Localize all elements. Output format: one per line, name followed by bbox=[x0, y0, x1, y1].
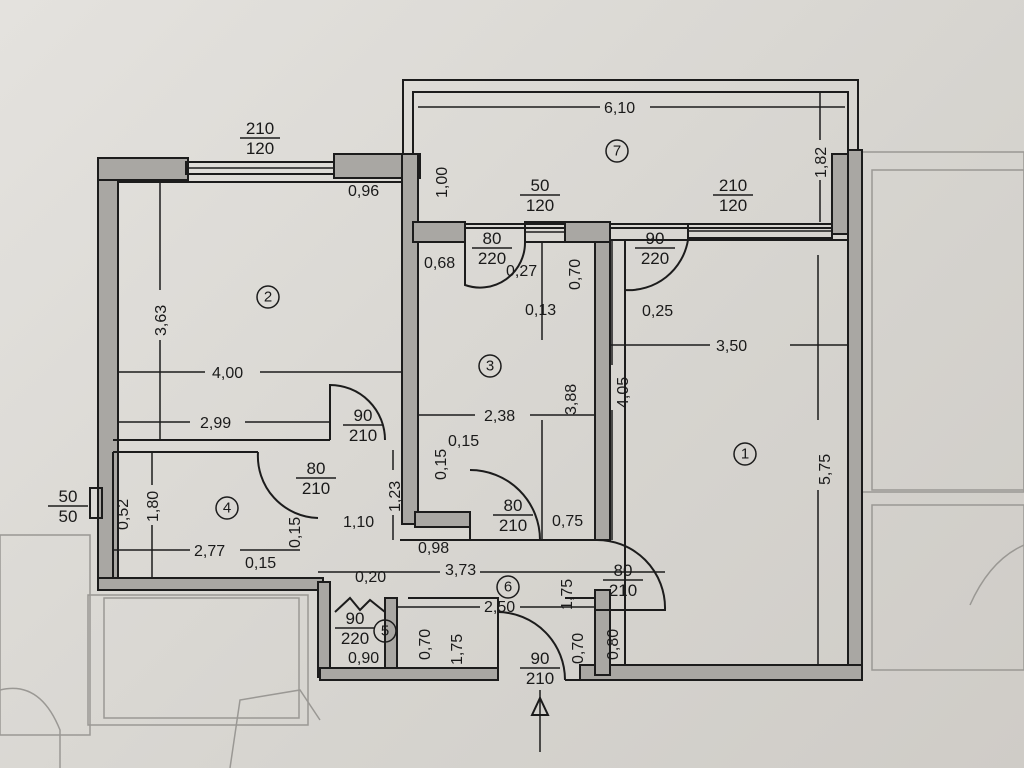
dimension-label: 2,99 bbox=[200, 415, 231, 432]
opening-width: 90 bbox=[354, 406, 373, 425]
opening-width: 50 bbox=[531, 176, 550, 195]
dimension-label: 1,82 bbox=[813, 147, 830, 178]
dimension-labels: 6,10 1,82 0,96 1,00 0,68 0,27 0,70 0,13 … bbox=[115, 100, 834, 667]
dimension-label: 0,15 bbox=[245, 555, 276, 572]
dimension-label: 0,70 bbox=[417, 629, 434, 660]
opening-width: 80 bbox=[614, 561, 633, 580]
room-labels: 1 2 3 4 5 6 7 bbox=[215, 139, 757, 643]
room-lines bbox=[112, 181, 862, 681]
room-label-7: 7 bbox=[605, 139, 629, 163]
dimension-label: 0,15 bbox=[287, 517, 304, 548]
opening-height: 210 bbox=[349, 426, 377, 445]
room-number: 7 bbox=[613, 143, 621, 160]
dimension-label: 2,38 bbox=[484, 408, 515, 425]
opening-width: 50 bbox=[59, 487, 78, 506]
opening-width: 80 bbox=[483, 229, 502, 248]
dimension-label: 0,80 bbox=[605, 629, 622, 660]
dimension-label: 1,23 bbox=[387, 481, 404, 512]
room-number: 6 bbox=[504, 579, 512, 596]
opening-width: 80 bbox=[307, 459, 326, 478]
door-swings bbox=[256, 239, 689, 681]
dimension-label: 3,63 bbox=[153, 305, 170, 336]
opening-height: 210 bbox=[526, 669, 554, 688]
dimension-label: 3,88 bbox=[563, 384, 580, 415]
dimension-label: 0,15 bbox=[433, 449, 450, 480]
room-number: 4 bbox=[223, 500, 231, 517]
room-label-1: 1 bbox=[733, 442, 757, 466]
opening-height: 120 bbox=[526, 196, 554, 215]
opening-width: 80 bbox=[504, 496, 523, 515]
opening-height: 210 bbox=[302, 479, 330, 498]
opening-height: 210 bbox=[499, 516, 527, 535]
windows bbox=[89, 161, 833, 519]
dimension-label: 0,27 bbox=[506, 263, 537, 280]
opening-labels: 2101205012021012080220902209021080210802… bbox=[48, 119, 753, 688]
dimension-label: 0,15 bbox=[448, 433, 479, 450]
dimension-lines bbox=[113, 92, 848, 752]
dimension-label: 0,96 bbox=[348, 183, 379, 200]
dimension-label: 0,52 bbox=[115, 499, 132, 530]
room-number: 5 bbox=[381, 623, 389, 640]
room-number: 2 bbox=[264, 289, 272, 306]
dimension-label: 3,73 bbox=[445, 562, 476, 579]
room-label-5: 5 bbox=[373, 619, 397, 643]
dimension-label: 2,77 bbox=[194, 543, 225, 560]
dimension-label: 1,80 bbox=[145, 491, 162, 522]
dimension-label: 2,50 bbox=[484, 599, 515, 616]
room-label-4: 4 bbox=[215, 496, 239, 520]
dimension-label: 1,00 bbox=[434, 167, 451, 198]
dimension-label: 1,10 bbox=[343, 514, 374, 531]
dimension-label: 1,75 bbox=[449, 634, 466, 665]
dimension-label: 0,20 bbox=[355, 569, 386, 586]
opening-height: 220 bbox=[641, 249, 669, 268]
dimension-label: 4,00 bbox=[212, 365, 243, 382]
dimension-label: 0,90 bbox=[348, 650, 379, 667]
opening-width: 90 bbox=[346, 609, 365, 628]
room-label-3: 3 bbox=[478, 354, 502, 378]
dimension-label: 4,05 bbox=[615, 377, 632, 408]
opening-height: 120 bbox=[246, 139, 274, 158]
opening-height: 220 bbox=[478, 249, 506, 268]
room-number: 1 bbox=[741, 446, 749, 463]
dimension-label: 0,25 bbox=[642, 303, 673, 320]
opening-width: 90 bbox=[646, 229, 665, 248]
dimension-label: 6,10 bbox=[604, 100, 635, 117]
opening-width: 210 bbox=[246, 119, 274, 138]
opening-height: 120 bbox=[719, 196, 747, 215]
dimension-label: 0,70 bbox=[570, 633, 587, 664]
dimension-label: 0,75 bbox=[552, 513, 583, 530]
room-label-6: 6 bbox=[496, 575, 520, 599]
dimension-label: 0,70 bbox=[567, 259, 584, 290]
dimension-label: 0,68 bbox=[424, 255, 455, 272]
opening-height: 220 bbox=[341, 629, 369, 648]
dimension-label: 5,75 bbox=[817, 454, 834, 485]
room-number: 3 bbox=[486, 358, 494, 375]
opening-width: 90 bbox=[531, 649, 550, 668]
opening-height: 50 bbox=[59, 507, 78, 526]
dimension-label: 1,75 bbox=[559, 579, 576, 610]
opening-width: 210 bbox=[719, 176, 747, 195]
opening-height: 210 bbox=[609, 581, 637, 600]
room-label-2: 2 bbox=[256, 285, 280, 309]
neighbor-outlines bbox=[0, 151, 1024, 768]
dimension-label: 3,50 bbox=[716, 338, 747, 355]
dimension-label: 0,13 bbox=[525, 302, 556, 319]
dimension-label: 0,98 bbox=[418, 540, 449, 557]
